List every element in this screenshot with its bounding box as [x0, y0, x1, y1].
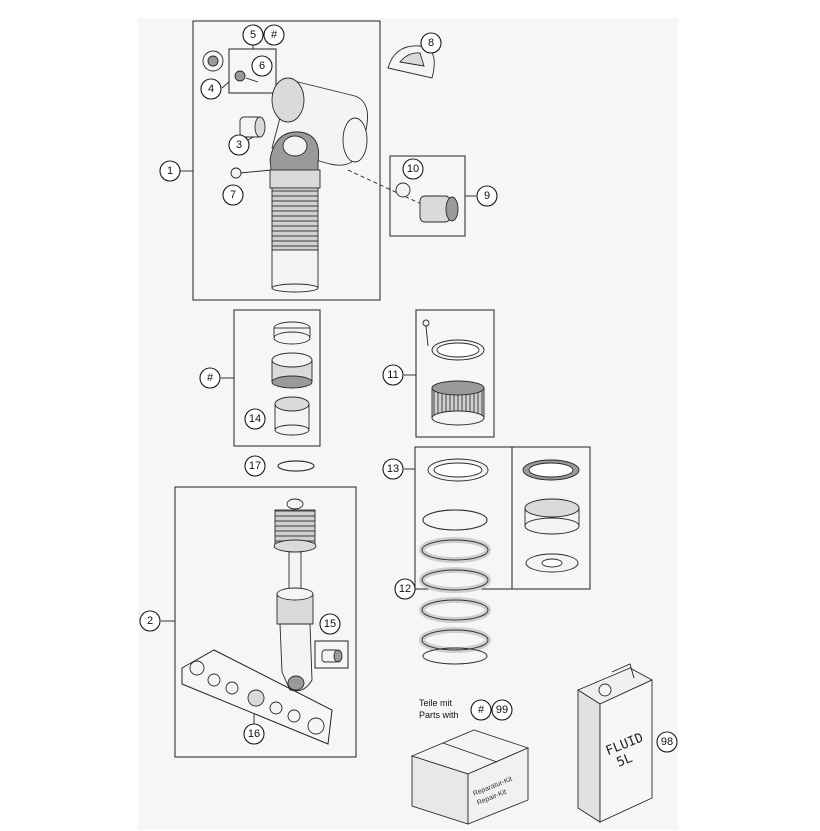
seal-part-14 [274, 396, 310, 436]
svg-text:16: 16 [248, 728, 260, 740]
svg-text:12: 12 [399, 583, 411, 595]
bearing-kit-part-16 [181, 649, 333, 745]
legend-kit-number-99: 99 [491, 699, 513, 721]
callout-16: 16 [243, 723, 265, 745]
seal-ring-top [273, 321, 311, 345]
callout-12: 12 [394, 578, 416, 600]
circlip-part-17 [277, 460, 315, 472]
callout-hash: # [199, 367, 221, 389]
svg-text:6: 6 [259, 60, 265, 72]
svg-text:13: 13 [387, 463, 399, 475]
svg-text:17: 17 [249, 460, 261, 472]
valve-part-6 [234, 70, 259, 83]
svg-text:4: 4 [208, 83, 214, 95]
seal-head-middle [271, 352, 313, 389]
reservoir-cap-part-8 [387, 45, 435, 79]
callout-5-hash: # [263, 24, 285, 46]
callout-9: 9 [476, 185, 498, 207]
svg-text:5: 5 [250, 29, 256, 41]
preload-collar-11 [431, 380, 485, 426]
svg-text:3: 3 [236, 139, 242, 151]
callout-13: 13 [382, 458, 404, 480]
lead-4 [221, 81, 230, 89]
callout-11: 11 [382, 364, 404, 386]
group-frame-spring-seats-inner [511, 446, 591, 590]
svg-text:#: # [478, 704, 485, 716]
spring-seat-cup [524, 498, 580, 535]
group-frame-adjuster-5-6 [228, 48, 277, 94]
callout-15: 15 [319, 613, 341, 635]
shock-top-eye [269, 131, 321, 189]
svg-text:99: 99 [496, 704, 508, 716]
callout-3: 3 [228, 134, 250, 156]
damper-cylinder-lower [271, 249, 319, 289]
adjuster-part-9 [395, 182, 459, 223]
svg-text:98: 98 [661, 736, 673, 748]
callout-14: 14 [244, 408, 266, 430]
legend-hash-symbol: # [470, 699, 492, 721]
callout-10: 10 [402, 158, 424, 180]
callout-8: 8 [420, 32, 442, 54]
legend-line-en: Parts with [419, 710, 459, 720]
group-frame-preload-adjuster [415, 309, 495, 438]
svg-text:7: 7 [230, 189, 236, 201]
group-frame-bleed-screw [314, 640, 349, 669]
rod-end-clevis [276, 587, 314, 692]
svg-text:14: 14 [249, 413, 261, 425]
group-frame-shock-body [192, 20, 381, 301]
group-frame-piston-rod [174, 486, 357, 758]
callout-5: 5 [242, 24, 264, 46]
callout-6: 6 [251, 55, 273, 77]
legend-line-de: Teile mit [419, 698, 453, 708]
svg-text:9: 9 [484, 190, 490, 202]
svg-text:10: 10 [407, 163, 419, 175]
washer-part-7 [230, 167, 242, 179]
preload-ring-top [422, 319, 485, 361]
svg-text:2: 2 [147, 615, 153, 627]
callout-17: 17 [244, 455, 266, 477]
svg-text:15: 15 [324, 618, 336, 630]
piston-rod [288, 551, 302, 593]
bleed-screw-part-15 [321, 649, 343, 663]
callout-1: 1 [159, 160, 181, 182]
bushing-part-3 [239, 116, 266, 138]
cap-part-4 [202, 50, 224, 72]
svg-text:8: 8 [428, 37, 434, 49]
callout-7: 7 [222, 184, 244, 206]
fluid-can-label-volume: 5L [615, 751, 635, 771]
svg-text:#: # [271, 29, 278, 41]
repair-kit-box: Reparatur-Kit Repair-Kit [410, 729, 530, 825]
coil-spring-part-12 [419, 509, 491, 665]
svg-text:#: # [207, 372, 214, 384]
callout-98: 98 [656, 731, 678, 753]
svg-text:11: 11 [387, 369, 398, 381]
fluid-can-part-98: FLUID 5L [577, 663, 654, 823]
callout-4: 4 [200, 78, 222, 100]
piston-stack [273, 498, 317, 553]
callout-2: 2 [139, 610, 161, 632]
damper-cylinder-coil [271, 187, 319, 251]
svg-text:1: 1 [167, 165, 173, 177]
split-collar [525, 553, 579, 573]
lead-7 [239, 169, 273, 174]
lead-dashed-adjuster [347, 169, 431, 209]
group-frame-adjuster [389, 155, 466, 237]
